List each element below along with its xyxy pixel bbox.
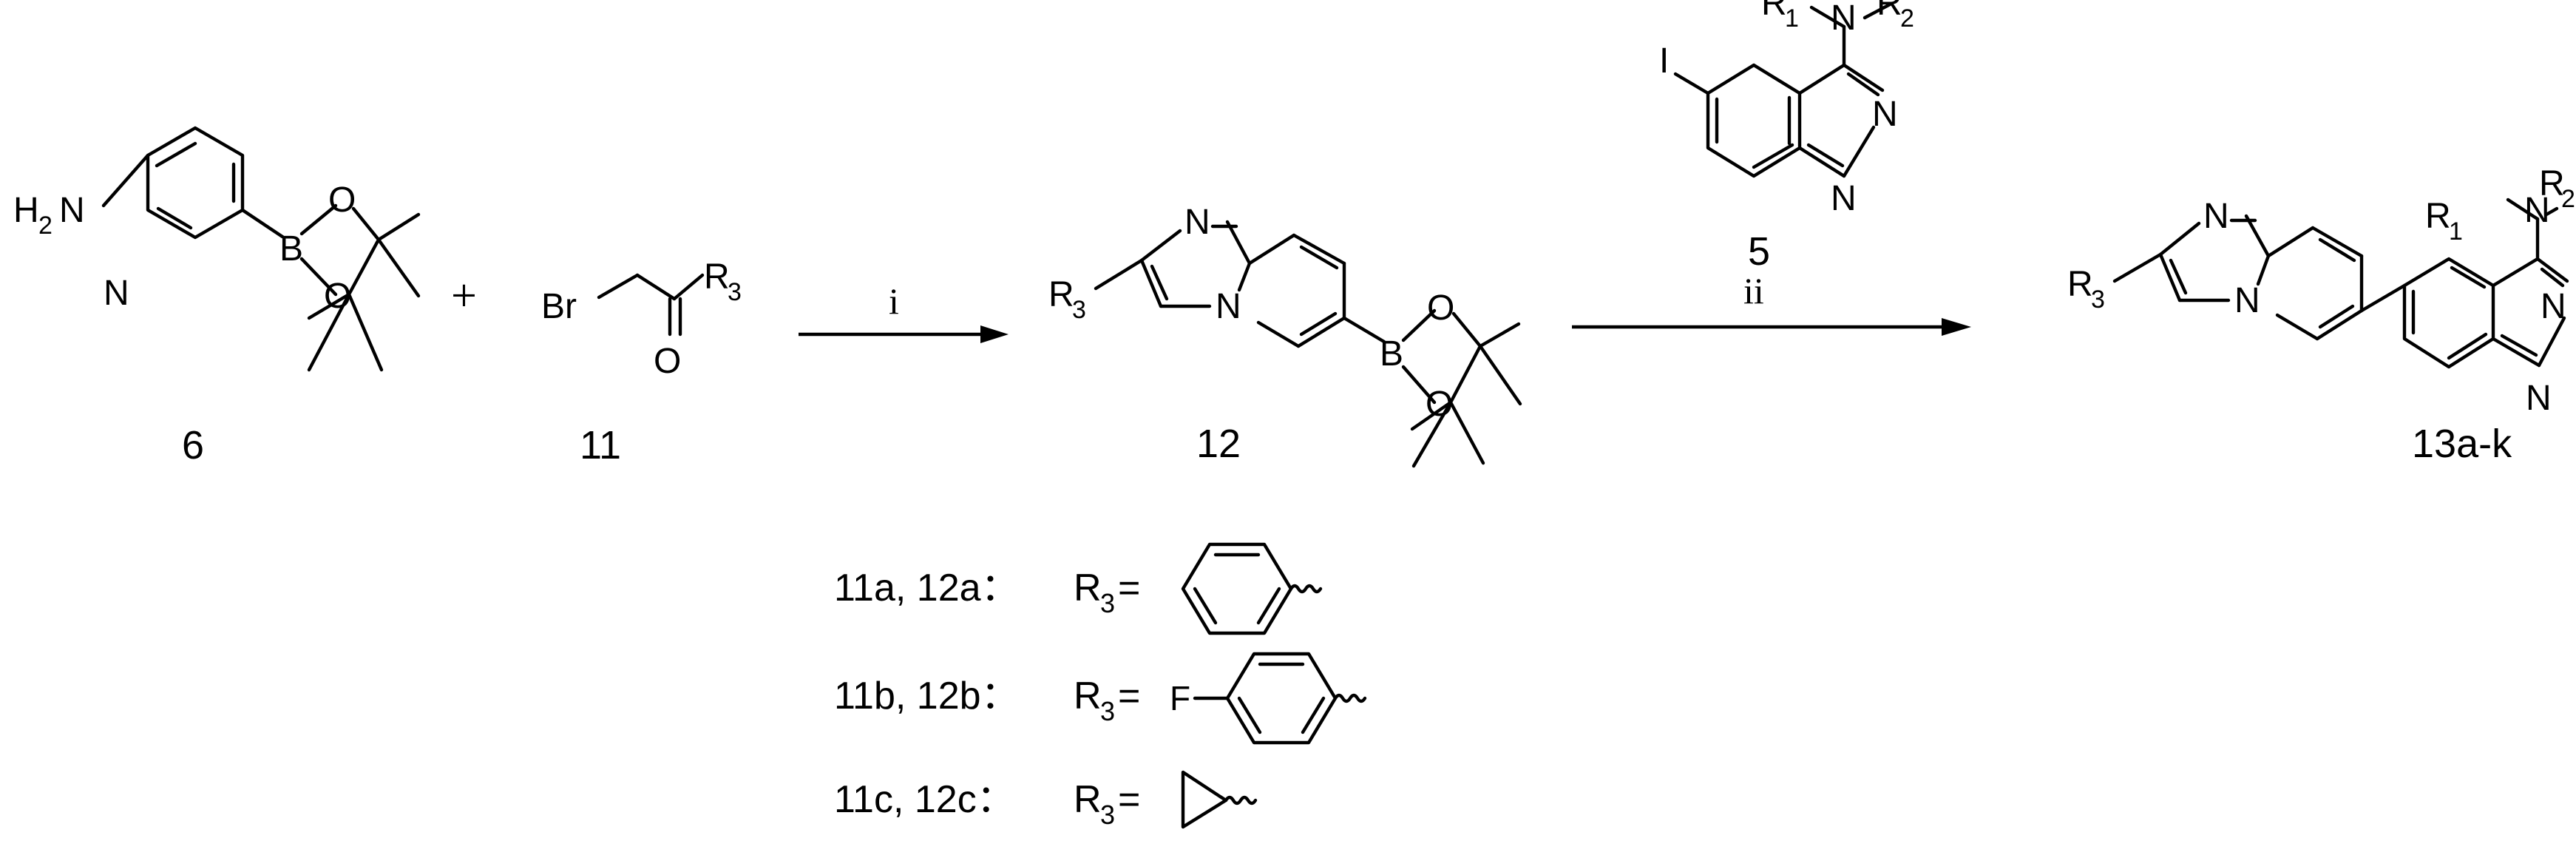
compound-5-label: 5 (1748, 229, 1770, 274)
r1-label: R (1761, 0, 1787, 23)
r2-label: R (1877, 0, 1902, 23)
pyridine-n-label: N (104, 274, 129, 313)
legend-r3-a: R (1074, 567, 1102, 609)
legend-r3-sub-c: 3 (1100, 800, 1115, 830)
amine-n-label: N (1831, 0, 1857, 38)
legend-row-a: 11a, 12a： R 3 = (834, 542, 1323, 635)
carbonyl-oxygen-label: O (654, 342, 681, 381)
bridgehead-n-label: N (2234, 281, 2260, 320)
arrow-step-ii: ii (1572, 270, 1971, 336)
compound-5: I R 1 N R 2 N N 5 (1659, 0, 1914, 274)
iodine-label: I (1659, 41, 1669, 81)
cyclopropyl-ring-icon (1181, 770, 1228, 829)
legend-r3-sub-b: 3 (1100, 696, 1115, 726)
amino-n-label: N (59, 191, 85, 230)
arrow-step-i: i (799, 280, 1009, 343)
imidazole-n-label: N (1184, 203, 1210, 242)
r2-subscript: 2 (2561, 185, 2575, 213)
wavy-bond-icon (1333, 693, 1367, 703)
ester-oxygen-top: O (328, 180, 356, 220)
boron-label: B (279, 229, 303, 268)
legend-r3-sub-a: 3 (1100, 588, 1115, 618)
bridgehead-n-label: N (1216, 287, 1241, 326)
compound-11: Br R 3 O 11 (541, 257, 742, 467)
step-ii-label: ii (1743, 270, 1764, 311)
ring-n1-label: N (1831, 179, 1857, 218)
r1-subscript: 1 (1785, 4, 1799, 33)
legend-r3-c: R (1074, 778, 1102, 821)
amino-subscript: 2 (38, 212, 52, 240)
r1-subscript: 1 (2449, 217, 2463, 246)
r3-subscript: 3 (728, 278, 742, 306)
r3-label: R (704, 257, 730, 297)
amino-h-label: H (13, 191, 39, 230)
ester-oxygen-bottom: O (1426, 385, 1453, 424)
r1-label: R (2425, 197, 2451, 236)
r3-subscript: 3 (1072, 296, 1086, 324)
legend-r3-b: R (1074, 675, 1102, 717)
legend-equals-b: = (1118, 675, 1140, 717)
r2-label: R (2539, 164, 2565, 203)
fluorophenyl-ring-icon (1225, 652, 1338, 745)
ring-n3-label: N (1872, 95, 1898, 134)
r3-label: R (2067, 265, 2093, 304)
legend-compounds-b: 11b, 12b： (834, 675, 1020, 717)
compound-12: R 3 N N B O O 12 (1048, 203, 1522, 468)
compound-6: H 2 N N B O O 6 (13, 126, 421, 467)
compound-6-label: 6 (182, 423, 204, 467)
r2-subscript: 2 (1900, 4, 1914, 33)
boron-label: B (1380, 334, 1403, 374)
compound-12-label: 12 (1196, 422, 1241, 466)
legend-row-b: 11b, 12b： R 3 = F (834, 652, 1367, 745)
r3-label: R (1048, 275, 1074, 314)
legend-fluoro-label: F (1170, 679, 1190, 717)
substituent-legend: 11a, 12a： R 3 = 11b, 12b： R 3 = F 11c, (834, 542, 1367, 830)
phenyl-ring-icon (1181, 542, 1293, 635)
legend-compounds-a: 11a, 12a： (834, 567, 1020, 609)
ring-n3-label: N (2541, 287, 2566, 326)
wavy-bond-icon (1289, 584, 1323, 594)
compound-13a-k: R 3 N N R 1 N R 2 N N 13a-k (2067, 164, 2575, 466)
legend-row-c: 11c, 12c： R 3 = (834, 770, 1258, 830)
bromine-label: Br (541, 287, 577, 326)
compound-13a-k-label: 13a-k (2412, 422, 2512, 466)
r3-subscript: 3 (2091, 286, 2105, 314)
ring-n1-label: N (2526, 379, 2552, 418)
legend-compounds-c: 11c, 12c： (834, 778, 1015, 821)
imidazole-n-label: N (2203, 197, 2229, 236)
ester-oxygen-bottom: O (324, 277, 351, 316)
amine-n-label: N (2524, 191, 2550, 230)
plus-sign: + (451, 271, 477, 321)
compound-11-label: 11 (580, 423, 621, 467)
wavy-bond-icon (1224, 795, 1258, 805)
step-i-label: i (889, 280, 899, 322)
legend-equals-a: = (1118, 567, 1140, 609)
ester-oxygen-top: O (1427, 288, 1454, 328)
legend-equals-c: = (1118, 778, 1140, 821)
